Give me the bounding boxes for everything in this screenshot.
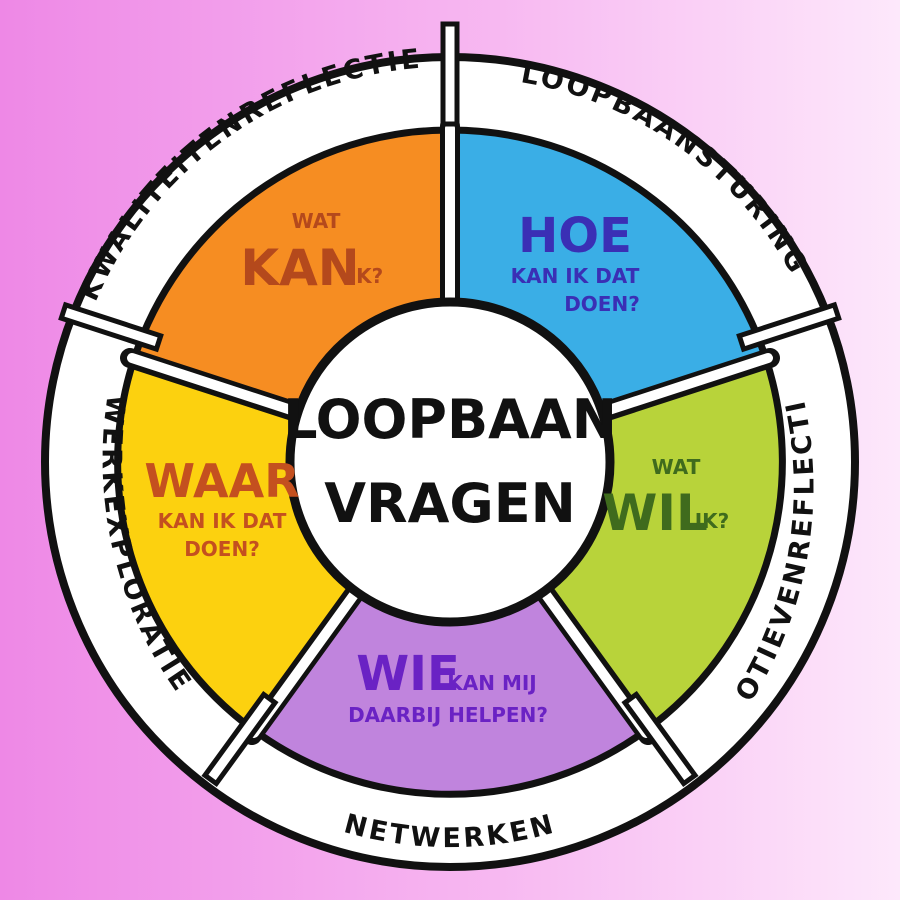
wil-small-wat: WAT (652, 455, 701, 479)
segment-kan-text: WAT KAN IK? (240, 209, 383, 297)
segment-hoe-text: HOE KAN IK DAT DOEN? (511, 208, 640, 316)
hoe-line-1: KAN IK DAT (511, 264, 640, 288)
ring-tick-left (58, 301, 164, 353)
wil-big-word: WIL (602, 484, 708, 542)
center-hub: LOOPBAAN VRAGEN (283, 297, 617, 627)
segment-waar-text: WAAR KAN IK DAT DOEN? (144, 454, 299, 561)
waar-line-2: DOEN? (184, 537, 260, 561)
segment-wie-text: WIE KAN MIJ DAARBIJ HELPEN? (348, 646, 548, 727)
hoe-line-2: DOEN? (564, 292, 640, 316)
hoe-big-word: HOE (518, 208, 632, 264)
kan-small-wat: WAT (292, 209, 341, 233)
wie-line-1: DAARBIJ HELPEN? (348, 703, 548, 727)
wil-small-ik: IK? (695, 509, 730, 533)
wie-small-kan-mij: KAN MIJ (447, 671, 536, 695)
ring-tick-bottom-right (621, 690, 699, 788)
waar-big-word: WAAR (144, 454, 299, 508)
waar-line-1: KAN IK DAT (158, 509, 287, 533)
segment-wil-text: WAT WIL IK? (602, 455, 729, 542)
segment-wie (251, 458, 649, 798)
ring-tick-bottom-left (201, 690, 279, 788)
ring-ticks (58, 21, 842, 788)
wie-big-word: WIE (356, 646, 460, 702)
kan-small-ik: IK? (349, 264, 384, 288)
center-title-line2: VRAGEN (324, 472, 576, 535)
kan-big-word: KAN (240, 239, 359, 297)
ring-tick-top (440, 21, 460, 127)
ring-tick-right (736, 301, 842, 353)
center-title-line1: LOOPBAAN (283, 388, 617, 451)
